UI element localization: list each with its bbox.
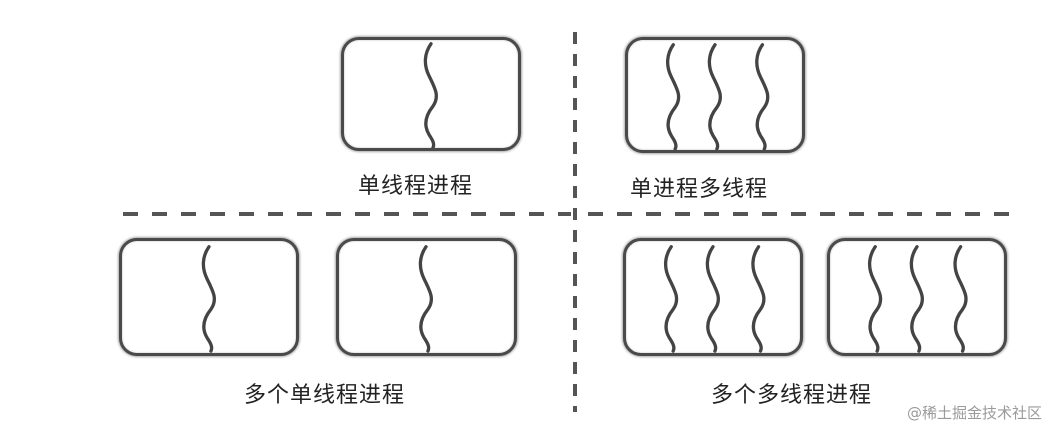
label-single-process-multi-thread: 单进程多线程 xyxy=(630,177,769,202)
process-box-single-thread-2 xyxy=(336,238,517,356)
label-single-thread-process: 单线程进程 xyxy=(358,174,474,199)
process-box-single-thread xyxy=(341,37,521,151)
horizontal-dashed-divider-left xyxy=(123,212,571,216)
label-multiple-multi-thread-processes: 多个多线程进程 xyxy=(711,383,873,408)
process-box-multi-thread xyxy=(625,37,805,153)
process-box-multi-thread-1 xyxy=(623,238,803,356)
horizontal-dashed-divider-right xyxy=(588,212,1012,216)
threads-icon xyxy=(663,245,766,353)
process-box-single-thread-1 xyxy=(119,238,299,356)
threads-icon xyxy=(665,43,770,150)
vertical-dashed-divider xyxy=(573,32,577,412)
thread-icon xyxy=(418,245,434,353)
threads-icon xyxy=(867,245,968,353)
process-box-multi-thread-2 xyxy=(827,238,1007,356)
watermark: @稀土掘金技术社区 xyxy=(906,404,1042,422)
thread-icon xyxy=(201,245,217,353)
label-multiple-single-thread-processes: 多个单线程进程 xyxy=(244,383,406,408)
thread-icon xyxy=(423,42,439,148)
